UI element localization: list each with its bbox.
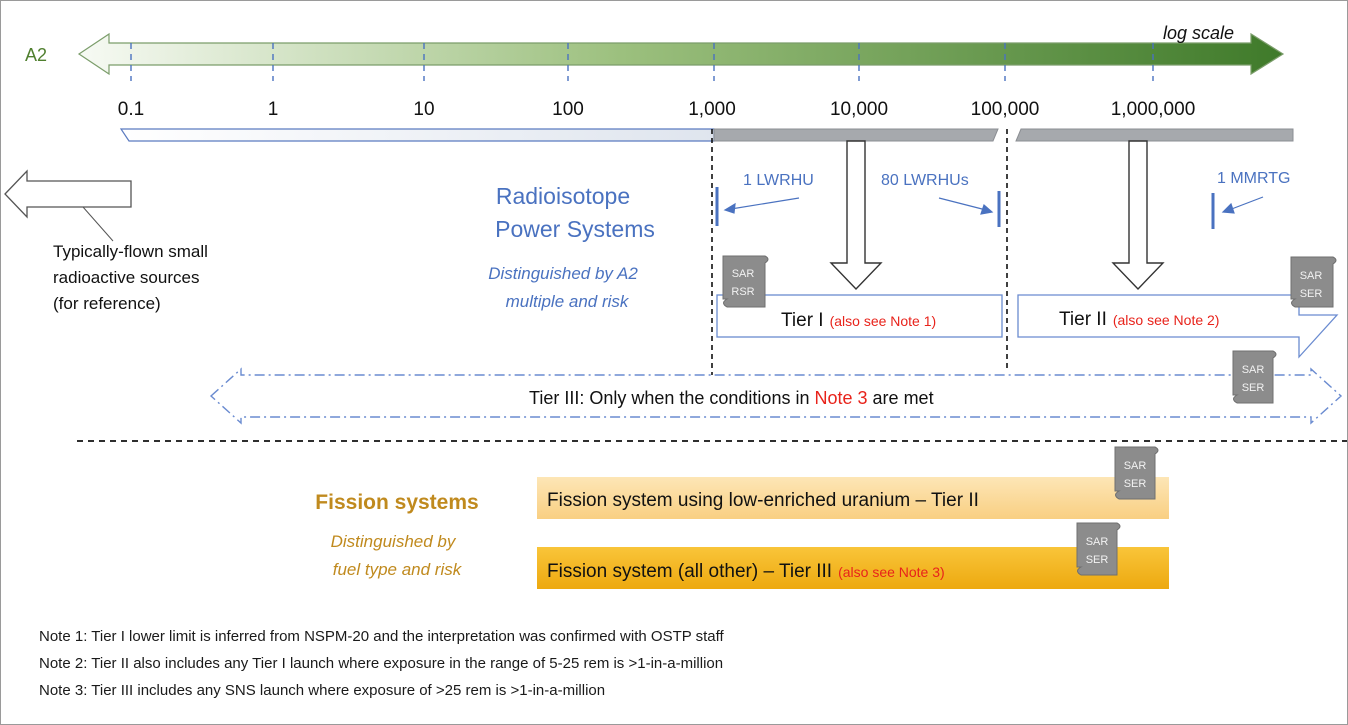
note-1: Note 1: Tier I lower limit is inferred f…	[39, 628, 724, 645]
log-scale-label: log scale	[1163, 23, 1234, 43]
tier1-label: Tier I(also see Note 1)	[781, 310, 936, 331]
scroll-badge-sar-ser-leu: SAR SER	[1114, 446, 1159, 500]
tier2-down-arrow	[1111, 140, 1165, 291]
tier1-down-arrow	[829, 140, 883, 291]
rps-title-line2: Power Systems	[495, 216, 655, 242]
tick-label-10: 10	[413, 99, 434, 120]
rps-title-line1: Radioisotope	[496, 183, 630, 209]
badge-ser-text: SER	[1300, 288, 1323, 300]
fission-subtitle-line1: Distinguished by	[331, 532, 457, 551]
badge-sar-text: SAR	[1086, 536, 1109, 548]
badge-ser-text: SER	[1124, 478, 1147, 490]
reference-text-line2: radioactive sources	[53, 268, 199, 287]
scroll-badge-sar-ser-tier3: SAR SER	[1232, 350, 1277, 404]
a2-label: A2	[25, 45, 47, 65]
reference-left-arrow	[4, 169, 132, 219]
marker-label-1-lwrhu: 1 LWRHU	[743, 172, 814, 189]
scroll-badge-sar-ser-other: SAR SER	[1076, 522, 1121, 576]
tick-label-1000000: 1,000,000	[1111, 99, 1196, 120]
tier2-range-bar	[1015, 128, 1294, 142]
badge-sar-text: SAR	[1124, 460, 1147, 472]
tier1-range-bar	[713, 128, 999, 142]
badge-sar-text: SAR	[732, 268, 755, 280]
reference-range-bar	[119, 128, 715, 142]
marker-label-80-lwrhus: 80 LWRHUs	[881, 172, 969, 189]
note-3: Note 3: Tier III includes any SNS launch…	[39, 682, 606, 699]
badge-sar-text: SAR	[1300, 270, 1323, 282]
badge-sar-text: SAR	[1242, 364, 1265, 376]
fission-leu-text: Fission system using low-enriched uraniu…	[547, 490, 979, 511]
tick-label-10000: 10,000	[830, 99, 888, 120]
marker-pointers	[723, 196, 1264, 215]
marker-label-1-mmrtg: 1 MMRTG	[1217, 170, 1290, 187]
tier3-double-arrow	[209, 367, 1343, 425]
fission-title: Fission systems	[315, 491, 478, 514]
rps-subtitle-line1: Distinguished by A2	[488, 264, 638, 283]
fission-other-text: Fission system (all other) – Tier III(al…	[547, 561, 945, 582]
note-2: Note 2: Tier II also includes any Tier I…	[39, 655, 724, 672]
rps-subtitle-line2: multiple and risk	[506, 292, 630, 311]
tier3-text: Tier III: Only when the conditions in No…	[529, 388, 934, 408]
badge-rsr-text: RSR	[731, 286, 754, 298]
source-markers	[715, 187, 1215, 229]
scroll-badge-sar-ser-tier2: SAR SER	[1290, 256, 1337, 308]
tick-label-100000: 100,000	[971, 99, 1040, 120]
tick-label-1: 1	[268, 99, 279, 120]
tick-label-100: 100	[552, 99, 584, 120]
tier-boundaries	[711, 129, 1008, 381]
fission-leu-bar	[537, 477, 1169, 519]
reference-leader-line	[82, 206, 114, 242]
tick-label-0.1: 0.1	[118, 99, 144, 120]
fission-subtitle-line2: fuel type and risk	[333, 560, 463, 579]
reference-text-line1: Typically-flown small	[53, 242, 208, 261]
fission-other-bar	[537, 547, 1169, 589]
a2-scale-arrow	[77, 32, 1285, 76]
scroll-badge-sar-rsr: SAR RSR	[722, 255, 769, 308]
badge-ser-text: SER	[1086, 554, 1109, 566]
tick-label-1000: 1,000	[688, 99, 736, 120]
tier2-label: Tier II(also see Note 2)	[1059, 309, 1219, 330]
badge-ser-text: SER	[1242, 382, 1265, 394]
reference-text-line3: (for reference)	[53, 294, 161, 313]
